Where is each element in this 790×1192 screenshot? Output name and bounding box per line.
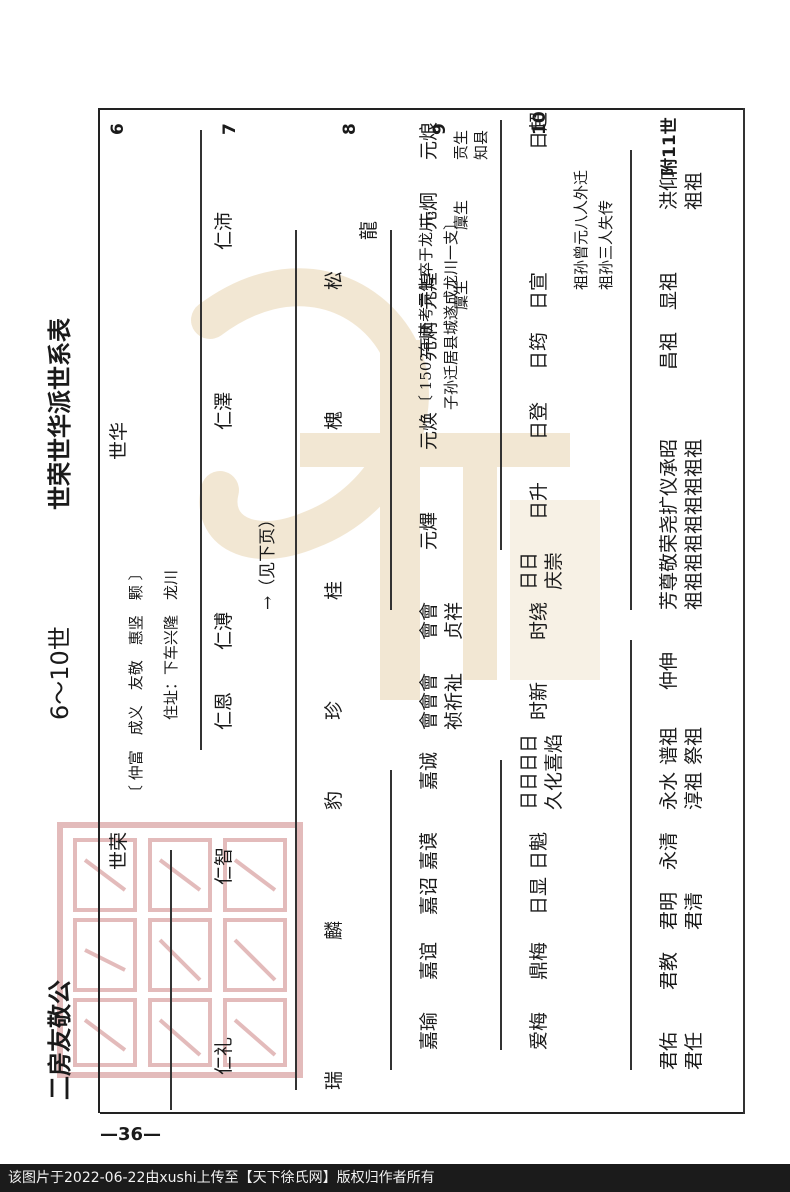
connector-line [170, 850, 172, 1110]
person-yuanliang: 元烺 [418, 121, 440, 160]
person-rixian: 日显 [528, 876, 550, 915]
person-junren: 君任 [683, 1031, 705, 1070]
person-jiamo: 嘉谟 [418, 831, 440, 870]
person-riqing: 日日 [518, 551, 540, 590]
person-qingchong: 庆崇 [543, 551, 565, 590]
person-jiacheng: 嘉诚 [418, 751, 440, 790]
table-border-bottom [100, 1112, 745, 1114]
person-hongyang: 洪仰 [658, 171, 680, 210]
person-junqing: 君清 [683, 891, 705, 930]
person-renpu: 仁溥 [213, 611, 235, 650]
person-yuanbing: 元炳 [418, 321, 440, 360]
person-zhenxiang: 贞祥 [443, 601, 465, 640]
connector-line [630, 640, 632, 1070]
person-riyun: 日筠 [528, 331, 550, 370]
connector-line [500, 120, 502, 550]
ancestors-note: 〔 仲富 成义 友敬 惠竖 颗 〕 [127, 565, 145, 800]
person-yongshui: 永水 [658, 771, 680, 810]
connector-line [295, 230, 297, 1090]
person-aimei: 爱梅 [528, 1011, 550, 1050]
person-junming: 君明 [658, 891, 680, 930]
note-emigrated: 祖孙曾元八人外迁 [572, 169, 590, 290]
table-border-left [98, 108, 100, 1113]
person-zhongshen: 仲伸 [658, 651, 680, 690]
genealogy-chart: 二房友敬公 6～10世 世荣世华派世系表 6 7 8 9 10 附11世 〔 仲… [46, 110, 740, 1110]
person-xianzu: 显祖 [658, 271, 680, 310]
connector-line [390, 770, 392, 1070]
person-yuanhuan: 元焕 [418, 411, 440, 450]
see-next-page[interactable]: →（见下页） [258, 510, 278, 610]
person-shirong: 世荣 [108, 831, 130, 870]
person-lin: 麟 [323, 920, 345, 940]
gen-label-8: 8 [340, 123, 360, 135]
person-renze: 仁澤 [213, 391, 235, 430]
title-linsheng-2: 廩生 [452, 199, 470, 230]
person-ri-group: 日日日日 [518, 733, 540, 810]
title-linsheng-1: 廩生 [452, 279, 470, 310]
connector-line [630, 150, 632, 610]
page-number: —36— [100, 1124, 162, 1145]
xu-watermark-icon [191, 268, 600, 700]
person-changzu: 昌祖 [658, 331, 680, 370]
person-hui2: 會會 [418, 601, 440, 640]
person-zhen: 珍 [323, 700, 345, 720]
connector-line [390, 230, 392, 610]
person-junjiao: 君教 [658, 951, 680, 990]
person-richao: 日超 [528, 111, 550, 150]
person-jizu: 谱祖 [658, 726, 680, 765]
person-jiuhuaxiyan: 久化喜焰 [543, 733, 565, 810]
person-long: 龍 [358, 220, 380, 240]
residence-note: 住址：下车兴隆 龙川 [162, 569, 180, 720]
person-yuanhuang: 元煌 [418, 271, 440, 310]
person-zuzu: 祖祖 [683, 171, 705, 210]
title-range: 6～10世 [46, 626, 74, 720]
connector-line [200, 130, 202, 750]
table-border-right [743, 108, 745, 1114]
table-border-top [100, 108, 745, 110]
person-renli: 仁礼 [213, 1036, 235, 1075]
person-yongqing: 永清 [658, 831, 680, 870]
person-shirao: 时绕 [528, 601, 550, 640]
person-jiazhao: 嘉诏 [418, 876, 440, 915]
person-renen: 仁恩 [213, 691, 235, 730]
gen-label-6: 6 [108, 123, 128, 135]
person-song: 松 [323, 270, 345, 290]
title-lineage: 二房友敬公 [46, 980, 74, 1100]
person-dingmei: 鼎梅 [528, 941, 550, 980]
person-renzhi: 仁智 [213, 846, 235, 885]
title-branch: 世荣世华派世系表 [46, 318, 74, 510]
person-jizu2: 祭祖 [683, 726, 705, 765]
person-bao: 豹 [323, 790, 345, 810]
person-rixin: 时新 [528, 681, 550, 720]
person-jiayi: 嘉谊 [418, 941, 440, 980]
person-chunzu: 淳祖 [683, 771, 705, 810]
gen-label-11: 附11世 [660, 117, 680, 175]
person-group-zu: 祖祖祖祖祖祖祖祖祖 [683, 438, 705, 610]
person-zhen-qi-zhi: 祯祈祉 [443, 672, 465, 730]
title-zhixian: 知县 [472, 129, 490, 160]
title-gongsheng: 贡生 [452, 129, 470, 160]
person-yuanbiao: 元熚 [418, 511, 440, 550]
document-page: 二房友敬公 6～10世 世荣世华派世系表 6 7 8 9 10 附11世 〔 仲… [46, 108, 745, 1145]
gen-label-7: 7 [220, 123, 240, 135]
person-group-names: 芳尊敬荣尧扩仪承昭 [658, 438, 680, 610]
upload-footer: 该图片于2022-06-22由xushi上传至【天下徐氏网】版权归作者所有 [0, 1164, 790, 1192]
person-junyou: 君佑 [658, 1031, 680, 1070]
person-shihua: 世华 [108, 421, 130, 460]
seal-stamp-icon [57, 822, 303, 1078]
person-rixuan: 日宣 [528, 271, 550, 310]
migration-note-2: 子孙迁居县城遂成龙川一支〕 [442, 214, 460, 410]
person-hui-group: 會會會 [418, 672, 440, 730]
person-jiayu: 嘉瑜 [418, 1011, 440, 1050]
person-huai: 槐 [323, 410, 345, 430]
connector-line [500, 760, 502, 1050]
person-risheng: 日升 [528, 481, 550, 520]
person-yuanjiong: 元炯 [418, 191, 440, 230]
person-gui: 桂 [323, 580, 345, 600]
person-rideng: 日登 [528, 401, 550, 440]
person-renpei: 仁沛 [213, 211, 235, 250]
note-lost: 祖孙三人失传 [597, 199, 615, 290]
person-rikui: 日魁 [528, 831, 550, 870]
person-rui: 瑞 [323, 1070, 345, 1090]
